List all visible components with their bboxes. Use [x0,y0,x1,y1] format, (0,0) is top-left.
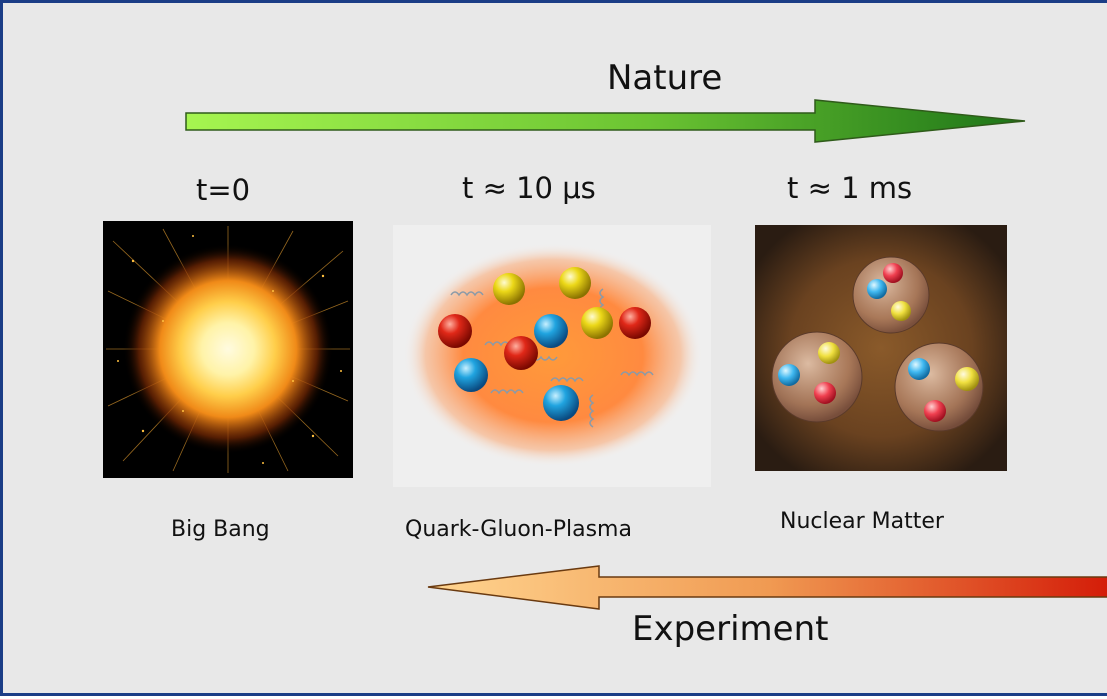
caption-quark-gluon-plasma: Quark-Gluon-Plasma [405,517,632,542]
nature-arrow [185,99,1107,610]
time-label-qgp: t ≈ 10 μs [462,171,596,205]
caption-nuclear-matter: Nuclear Matter [780,509,944,534]
experiment-arrow [427,565,1107,610]
nuclear-matter-image [755,225,1007,471]
nature-label: Nature [607,58,723,98]
experiment-label: Experiment [632,609,829,649]
quark-gluon-plasma-image [393,225,711,487]
caption-big-bang: Big Bang [171,517,270,542]
time-label-big-bang: t=0 [196,173,251,207]
time-label-nuclear: t ≈ 1 ms [787,171,913,205]
big-bang-image [103,221,353,478]
